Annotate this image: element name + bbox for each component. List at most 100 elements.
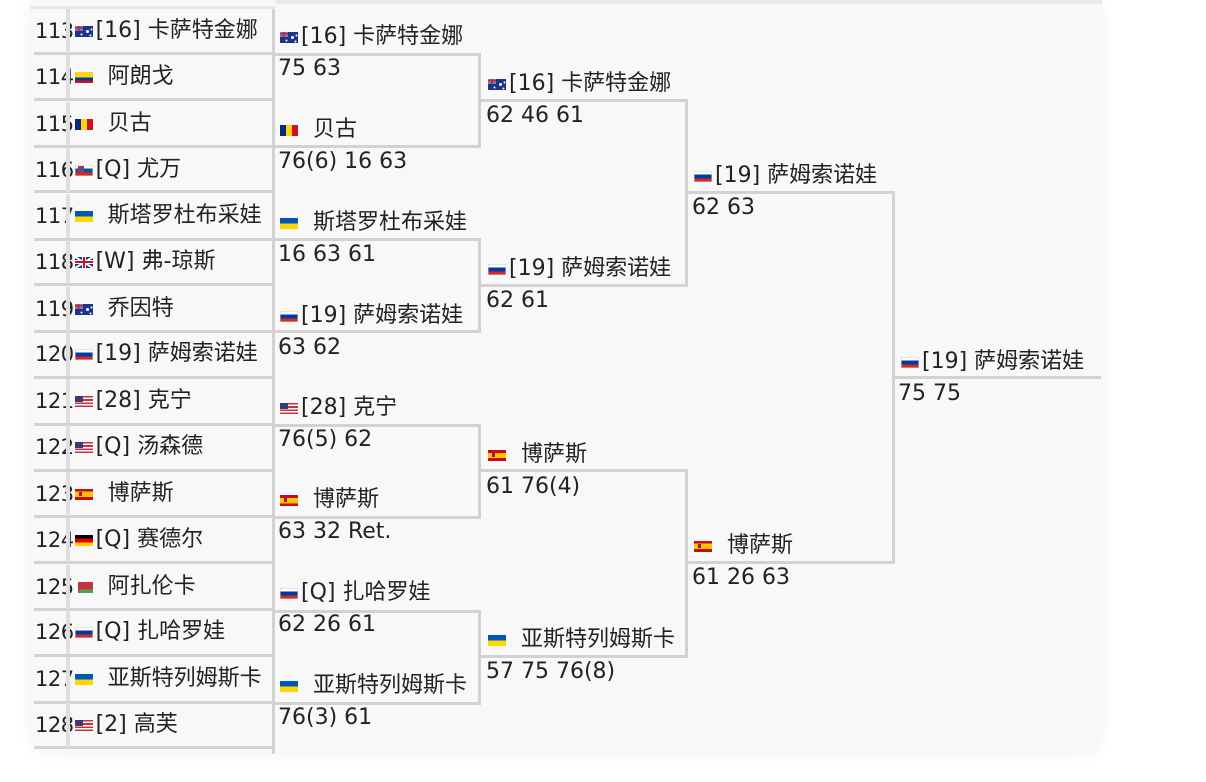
flag-es-icon — [488, 449, 506, 461]
slot-line — [34, 52, 275, 55]
seed-divider — [66, 240, 70, 284]
player-entry[interactable]: 贝古 — [279, 116, 357, 144]
connector — [685, 469, 688, 658]
player-name: 阿扎伦卡 — [107, 574, 196, 599]
flag-es-icon — [694, 540, 712, 552]
slot-line — [481, 655, 688, 658]
flag-ua-icon — [74, 673, 93, 685]
player-name: 博萨斯 — [727, 533, 794, 558]
player-name: 亚斯特列姆斯卡 — [313, 673, 468, 698]
match-score: 61 76(4) — [486, 474, 581, 499]
slot-line — [275, 53, 481, 56]
match-score: 62 61 — [486, 288, 549, 313]
player-name: [16] 卡萨特金娜 — [301, 24, 464, 49]
flag-au-icon — [74, 303, 93, 315]
flag-es-icon — [280, 494, 298, 506]
match-score: 62 26 61 — [278, 612, 376, 637]
player-entry[interactable]: 121[28] 克宁 — [35, 387, 192, 415]
player-name: [2] 高芙 — [95, 712, 178, 737]
player-entry[interactable]: [19] 萨姆索诺娃 — [693, 162, 877, 190]
flag-ru-icon — [74, 626, 93, 638]
match-score: 75 63 — [278, 56, 341, 81]
flag-es-icon — [74, 488, 93, 500]
top-slot-line — [30, 6, 275, 9]
player-name: [28] 克宁 — [301, 395, 398, 420]
player-entry[interactable]: 124[Q] 赛德尔 — [35, 526, 203, 554]
seed-divider — [66, 610, 70, 654]
player-entry[interactable]: [19] 萨姆索诺娃 — [487, 255, 671, 283]
player-entry[interactable]: 120[19] 萨姆索诺娃 — [35, 340, 258, 368]
player-name: [W] 弗-琼斯 — [95, 249, 216, 274]
seed-divider — [66, 518, 70, 562]
slot-line — [34, 283, 275, 286]
round1-border — [272, 8, 275, 754]
flag-ro-icon — [74, 118, 93, 130]
player-entry[interactable]: [19] 萨姆索诺娃 — [279, 302, 463, 330]
player-name: 亚斯特列姆斯卡 — [521, 627, 676, 652]
player-entry[interactable]: 128[2] 高芙 — [35, 711, 178, 739]
flag-us-icon — [74, 719, 93, 731]
flag-ru-icon — [488, 263, 506, 275]
match-score: 76(5) 62 — [278, 427, 373, 452]
slot-line — [34, 746, 275, 749]
player-entry[interactable]: 126[Q] 扎哈罗娃 — [35, 618, 225, 646]
player-name: [19] 萨姆索诺娃 — [95, 341, 258, 366]
flag-ru-icon — [901, 356, 919, 368]
match-score: 61 26 63 — [692, 565, 790, 590]
connector — [892, 191, 895, 564]
player-entry[interactable]: 116[Q] 尤万 — [35, 156, 181, 184]
player-entry[interactable]: 亚斯特列姆斯卡 — [487, 626, 675, 654]
slot-line — [34, 190, 275, 193]
player-name: 博萨斯 — [107, 481, 174, 506]
flag-de-icon — [74, 534, 93, 546]
match-score: 75 75 — [898, 381, 961, 406]
seed-divider — [66, 472, 70, 516]
match-score: 76(3) 61 — [278, 705, 373, 730]
player-name: 博萨斯 — [521, 442, 588, 467]
player-entry[interactable]: 118[W] 弗-琼斯 — [35, 248, 215, 276]
player-name: [Q] 扎哈罗娃 — [301, 580, 431, 605]
seed-divider — [66, 9, 70, 53]
player-name: 斯塔罗杜布采娃 — [313, 210, 468, 235]
player-name: [Q] 汤森德 — [95, 434, 204, 459]
seed-divider — [66, 565, 70, 609]
player-name: [16] 卡萨特金娜 — [95, 18, 258, 43]
flag-co-icon — [74, 71, 93, 83]
slot-line — [481, 99, 688, 102]
flag-us-icon — [74, 395, 93, 407]
player-entry[interactable]: 博萨斯 — [279, 486, 379, 514]
player-name: 亚斯特列姆斯卡 — [107, 666, 262, 691]
slot-line — [275, 424, 481, 427]
match-score: 16 63 61 — [278, 242, 376, 267]
flag-ru-icon — [694, 170, 712, 182]
slot-line — [34, 423, 275, 426]
player-entry[interactable]: 亚斯特列姆斯卡 — [279, 672, 467, 700]
player-name: [19] 萨姆索诺娃 — [715, 163, 878, 188]
player-entry[interactable]: [19] 萨姆索诺娃 — [900, 348, 1084, 376]
slot-line — [275, 702, 481, 705]
flag-ru-icon — [280, 310, 298, 322]
seed-divider — [66, 332, 70, 376]
player-name: [28] 克宁 — [95, 388, 192, 413]
player-entry[interactable]: 122[Q] 汤森德 — [35, 433, 203, 461]
player-entry[interactable]: 博萨斯 — [487, 441, 587, 469]
slot-line — [275, 145, 481, 148]
player-name: [Q] 扎哈罗娃 — [95, 619, 226, 644]
player-entry[interactable]: [28] 克宁 — [279, 394, 397, 422]
player-entry[interactable]: 博萨斯 — [693, 532, 793, 560]
player-entry[interactable]: [16] 卡萨特金娜 — [279, 23, 463, 51]
player-entry[interactable]: 斯塔罗杜布采娃 — [279, 209, 467, 237]
flag-au-icon — [488, 78, 506, 90]
player-name: [Q] 赛德尔 — [95, 527, 204, 552]
seed-divider — [66, 287, 70, 331]
player-entry[interactable]: [Q] 扎哈罗娃 — [279, 579, 430, 607]
slot-line — [481, 284, 688, 287]
match-score: 62 63 — [692, 195, 755, 220]
player-entry[interactable]: [16] 卡萨特金娜 — [487, 70, 671, 98]
